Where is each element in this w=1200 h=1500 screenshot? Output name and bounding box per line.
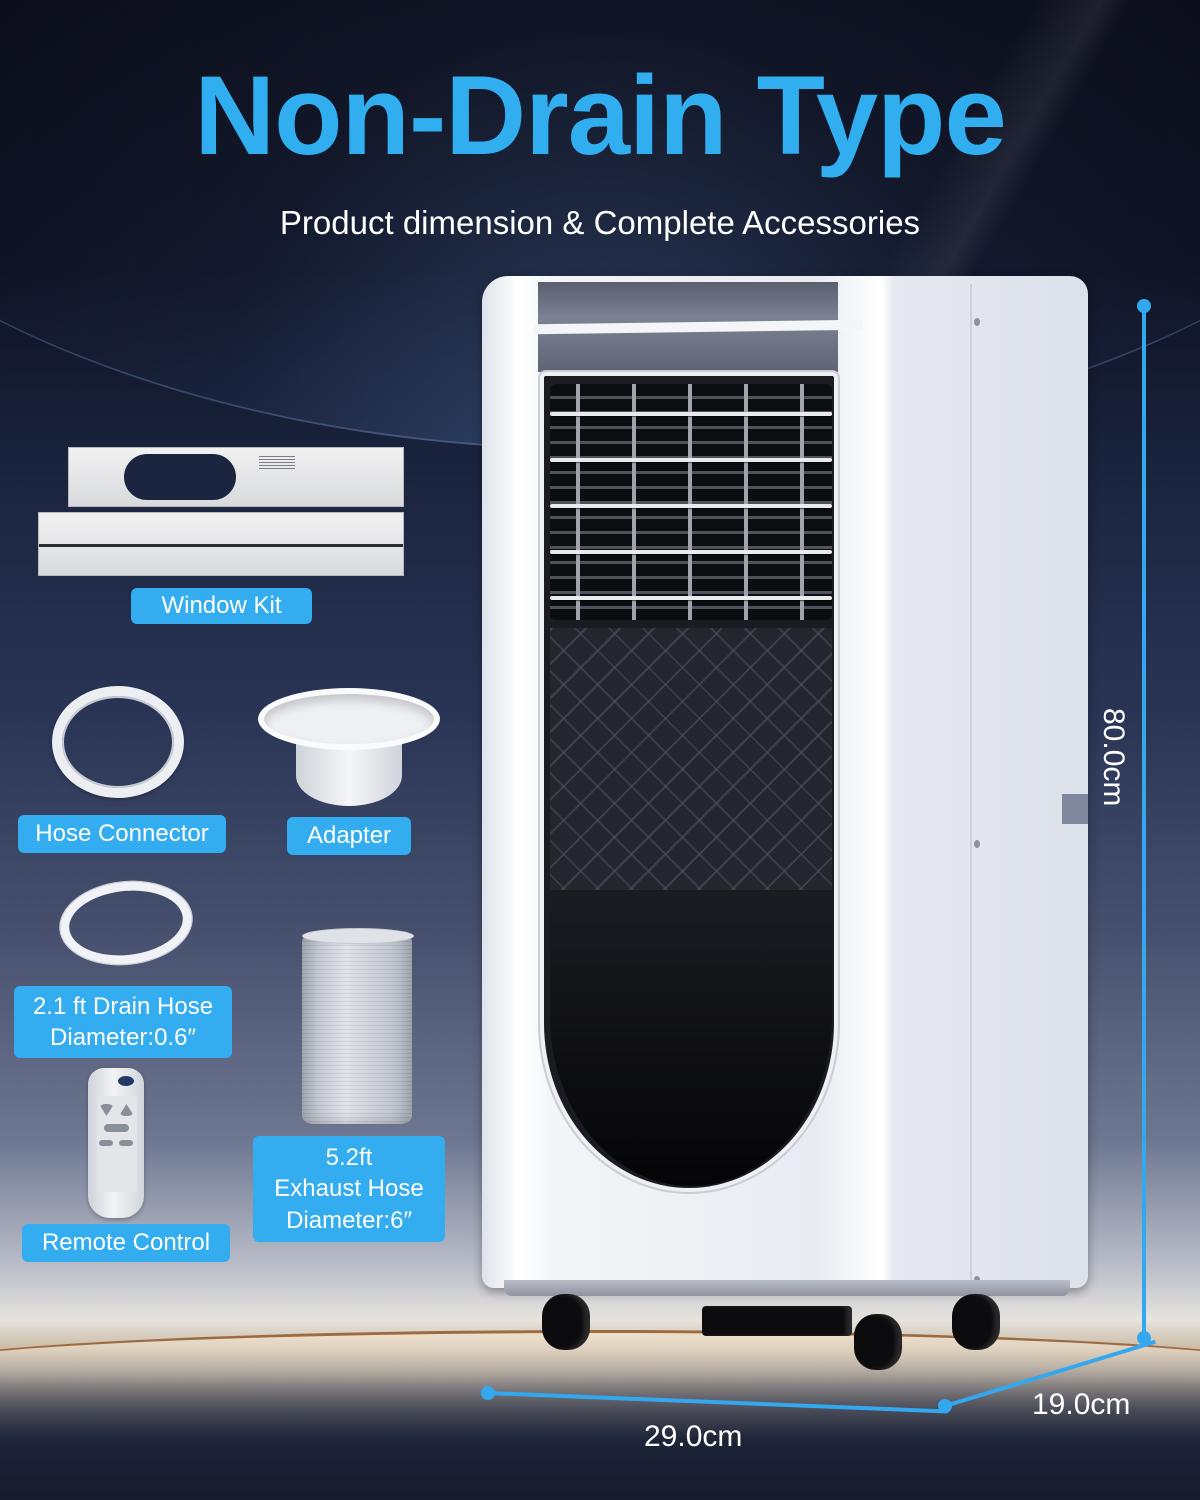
window-kit-extension-panel [38, 512, 404, 576]
remote-control-label: Remote Control [22, 1224, 230, 1262]
grille-rod [550, 550, 832, 554]
ac-side-notch [1062, 794, 1088, 824]
remote-timer-button-icon [99, 1140, 113, 1146]
drain-hose-image [56, 875, 196, 971]
dimension-height-line [1142, 306, 1146, 1338]
ac-front-panel [540, 372, 838, 1192]
ac-screw-top [974, 318, 980, 326]
exhaust-hose-label-line1: 5.2ft [325, 1144, 373, 1172]
window-kit-label: Window Kit [131, 588, 312, 624]
ac-side-seam [970, 284, 972, 1284]
remote-power-button-icon [118, 1076, 134, 1086]
adapter-image-top [258, 688, 440, 750]
drain-hose-label-line2: Diameter:0.6″ [50, 1024, 196, 1051]
adapter-label: Adapter [287, 817, 411, 855]
air-conditioner-unit [482, 276, 1088, 1370]
exhaust-hose-label: 5.2ft Exhaust Hose Diameter:6″ [253, 1136, 445, 1242]
grille-vertical-bars [550, 384, 832, 620]
window-kit-label-text: Window Kit [161, 592, 282, 620]
hose-connector-image [52, 686, 184, 798]
ac-screw-middle [974, 840, 980, 848]
window-kit-instruction-print [259, 456, 295, 470]
ac-air-outlet-grille [550, 384, 832, 620]
dimension-height-label: 80.0cm [1097, 708, 1130, 807]
ac-base [504, 1280, 1070, 1296]
grille-rod [550, 458, 832, 462]
remote-control-image [88, 1068, 144, 1218]
dimension-width-label: 29.0cm [644, 1420, 743, 1453]
floor-surface [0, 1330, 1200, 1500]
caster-wheel-icon [854, 1314, 902, 1370]
background-sheen [880, 0, 1140, 280]
window-kit-hose-slot [124, 454, 236, 500]
remote-control-label-text: Remote Control [41, 1229, 211, 1257]
ac-lower-dark-panel [550, 890, 832, 1186]
dimension-depth-label: 19.0cm [1032, 1388, 1131, 1421]
grille-rod [550, 504, 832, 508]
drain-hose-label: 2.1 ft Drain Hose Diameter:0.6″ [14, 986, 232, 1058]
drain-hose-label-line1: 2.1 ft Drain Hose [32, 992, 214, 1020]
grille-rod [550, 412, 832, 416]
remote-mode-button-icon [104, 1124, 129, 1132]
hose-connector-label: Hose Connector [18, 815, 226, 853]
exhaust-hose-image [302, 928, 414, 1124]
ac-diamond-texture-panel [550, 628, 832, 890]
window-kit-panel-divider [39, 544, 403, 547]
grille-rod [550, 596, 832, 600]
hose-connector-label-text: Hose Connector [35, 820, 209, 848]
page-title: Non-Drain Type [194, 53, 1007, 178]
ac-undercarriage [702, 1306, 852, 1336]
caster-wheel-icon [952, 1294, 1000, 1350]
exhaust-hose-label-line3: Diameter:6″ [286, 1206, 412, 1234]
window-kit-panel-with-slot [68, 447, 404, 507]
caster-wheel-icon [542, 1294, 590, 1350]
page-subtitle: Product dimension & Complete Accessories [279, 204, 921, 241]
remote-speed-button-icon [119, 1140, 133, 1146]
adapter-label-text: Adapter [306, 822, 392, 850]
exhaust-hose-label-line2: Exhaust Hose [274, 1175, 424, 1203]
